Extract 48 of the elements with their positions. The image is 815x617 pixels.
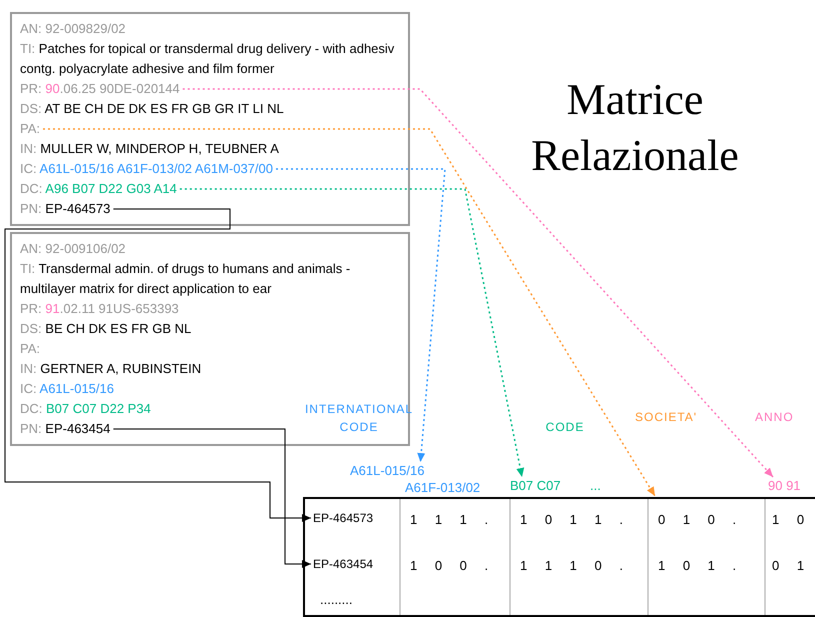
record-field: DC: B07 C07 D22 P34 bbox=[20, 399, 151, 419]
matrix-value: 1 1 1 . bbox=[410, 512, 488, 527]
record-field: AN: 92-009829/02 bbox=[20, 19, 126, 39]
record-card bbox=[10, 232, 410, 446]
record-field: PN: EP-464573 bbox=[20, 199, 110, 219]
matrix-value: 1 0 1 . bbox=[658, 558, 736, 573]
record-field: PA: bbox=[20, 339, 40, 359]
column-value: 90 91 bbox=[768, 478, 801, 493]
record-field: IC: A61L-015/16 bbox=[20, 379, 114, 399]
record-field: IN: MULLER W, MINDEROP H, TEUBNER A bbox=[20, 139, 279, 159]
matrix-value: 1 0 0 . bbox=[410, 558, 488, 573]
record-field: AN: 92-009106/02 bbox=[20, 239, 126, 259]
row-label: EP-464573 bbox=[313, 511, 374, 525]
record-field: IN: GERTNER A, RUBINSTEIN bbox=[20, 359, 202, 379]
column-value: ... bbox=[590, 478, 601, 493]
ellipsis: ......... bbox=[320, 592, 353, 607]
column-heading: SOCIETA' bbox=[635, 410, 698, 424]
matrix-table bbox=[303, 497, 815, 617]
dotted-arrow bbox=[182, 88, 774, 478]
arrow bbox=[112, 428, 312, 568]
dotted-arrow bbox=[180, 188, 524, 478]
column-value: A61F-013/02 bbox=[405, 480, 480, 495]
title: Matrice Relazionale bbox=[530, 74, 740, 182]
dotted-arrow bbox=[43, 128, 656, 496]
matrix-value: 0 1 0 . bbox=[658, 512, 736, 527]
arrow bbox=[4, 208, 312, 522]
matrix-value: 1 1 1 0 . bbox=[520, 558, 623, 573]
record-field: DS: AT BE CH DE DK ES FR GB GR IT LI NL bbox=[20, 99, 284, 119]
column-heading: INTERNATIONAL CODE bbox=[304, 401, 414, 436]
record-field: IC: A61L-015/16 A61F-013/02 A61M-037/00 bbox=[20, 159, 273, 179]
matrix-value: 1 0 1 1 . bbox=[520, 512, 623, 527]
column-heading: ANNO bbox=[755, 410, 794, 424]
record-field: PA: bbox=[20, 119, 40, 139]
record-card bbox=[10, 12, 410, 226]
column-heading: CODE bbox=[544, 420, 586, 434]
dotted-arrow bbox=[276, 168, 446, 462]
column-value: A61L-015/16 bbox=[350, 463, 424, 478]
record-field: DS: BE CH DK ES FR GB NL bbox=[20, 319, 192, 339]
record-field: PN: EP-463454 bbox=[20, 419, 110, 439]
record-field: PR: 90.06.25 90DE-020144 bbox=[20, 79, 180, 99]
record-field: PR: 91.02.11 91US-653393 bbox=[20, 299, 179, 319]
matrix-value: 1 0 bbox=[772, 512, 804, 527]
record-field: TI: Patches for topical or transdermal drug delivery - with adhesiv contg. polyacrylate adhesive and film former bbox=[20, 39, 400, 79]
row-label: EP-463454 bbox=[313, 557, 374, 571]
record-field: TI: Transdermal admin. of drugs to humans and animals - multilayer matrix for direct application to ear bbox=[20, 259, 400, 299]
column-value: B07 C07 bbox=[510, 478, 561, 493]
record-field: DC: A96 B07 D22 G03 A14 bbox=[20, 179, 177, 199]
matrix-value: 0 1 bbox=[772, 558, 804, 573]
